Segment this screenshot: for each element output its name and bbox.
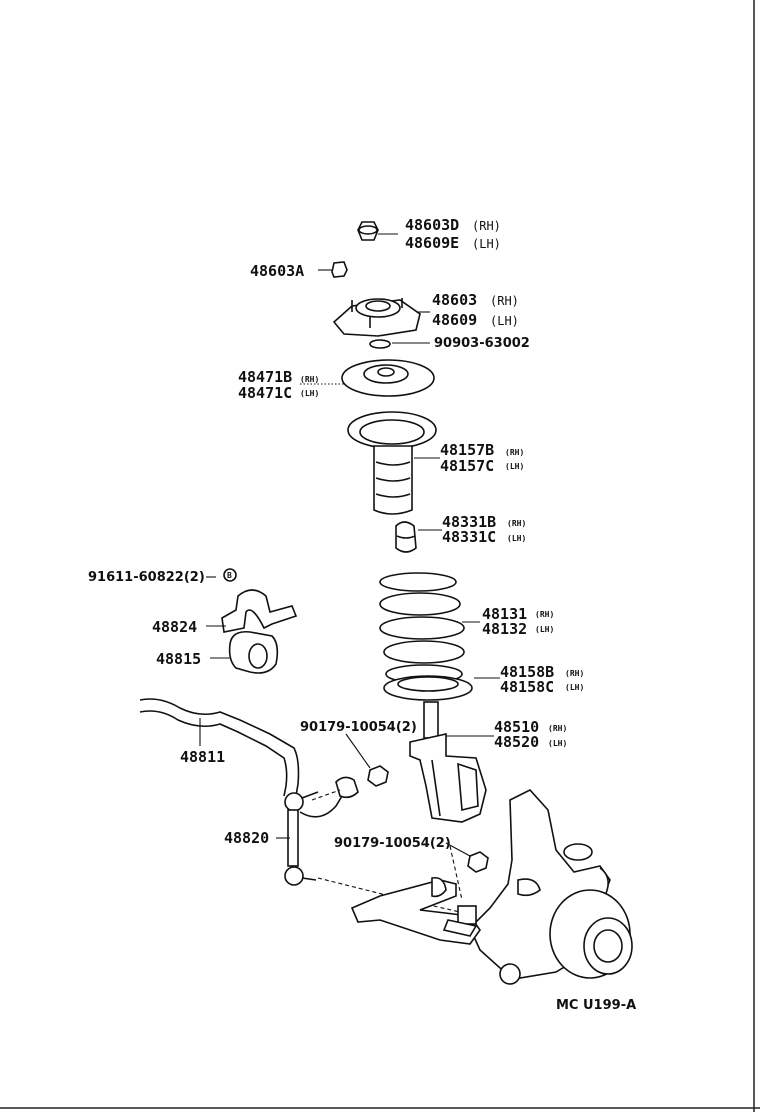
label-48471B-side: (RH) xyxy=(300,375,319,384)
label-48510: 48510 xyxy=(494,718,539,736)
diagram-code: MC U199-A xyxy=(556,998,636,1013)
label-90179-10054-b: 90179-10054(2) xyxy=(334,836,451,851)
label-48603: 48603 xyxy=(432,291,477,309)
bolt-callout xyxy=(206,568,237,582)
label-91611-60822: 91611-60822(2) xyxy=(88,570,205,585)
assembly-line-nut xyxy=(449,845,463,901)
coil-spring-part xyxy=(379,572,480,684)
label-90179-10054-a: 90179-10054(2) xyxy=(300,720,417,735)
stabilizer-bar-part xyxy=(139,698,300,797)
label-48603D-side: (RH) xyxy=(472,219,501,233)
label-91611-ref: B xyxy=(227,571,232,580)
label-90903-63002: 90903-63002 xyxy=(434,336,530,351)
label-48132-side: (LH) xyxy=(535,625,554,634)
link-nut-lower-part xyxy=(445,842,489,873)
label-48471B: 48471B xyxy=(238,368,292,386)
label-48603-side: (RH) xyxy=(490,294,519,308)
label-48157C-side: (LH) xyxy=(505,462,524,471)
small-nut-part xyxy=(318,261,348,278)
shock-absorber-part xyxy=(409,701,494,823)
link-nut-upper-part xyxy=(335,733,389,799)
label-48331B-side: (RH) xyxy=(507,519,526,528)
label-48815: 48815 xyxy=(156,650,201,668)
label-48820: 48820 xyxy=(224,829,269,847)
label-48520: 48520 xyxy=(494,733,539,751)
label-48824: 48824 xyxy=(152,618,197,636)
label-48158B: 48158B xyxy=(500,663,554,681)
label-48331C: 48331C xyxy=(442,528,496,546)
axle-hub-part xyxy=(549,889,633,979)
washer-part xyxy=(369,339,430,349)
stabilizer-bushing-part xyxy=(210,630,279,674)
assembly-line-link xyxy=(317,877,461,913)
label-48157B: 48157B xyxy=(440,441,494,459)
label-48609E-side: (LH) xyxy=(472,237,501,251)
label-48471C-side: (LH) xyxy=(300,389,319,398)
label-48603D: 48603D xyxy=(405,216,459,234)
label-48510-side: (RH) xyxy=(548,724,567,733)
assembly-line-upper xyxy=(311,789,341,801)
label-48158C-side: (LH) xyxy=(565,683,584,692)
label-48132: 48132 xyxy=(482,620,527,638)
bushing-bracket-part xyxy=(206,589,298,633)
label-48609-side: (LH) xyxy=(490,314,519,328)
label-48603A: 48603A xyxy=(250,262,304,280)
label-48158C: 48158C xyxy=(500,678,554,696)
label-48131: 48131 xyxy=(482,605,527,623)
stabilizer-link-part xyxy=(276,791,343,886)
lower-insulator-part xyxy=(383,675,500,701)
label-48609: 48609 xyxy=(432,311,477,329)
label-48131-side: (RH) xyxy=(535,610,554,619)
bump-stopper-part xyxy=(395,521,442,553)
label-48158B-side: (RH) xyxy=(565,669,584,678)
label-48331B: 48331B xyxy=(442,513,496,531)
label-48811: 48811 xyxy=(180,748,225,766)
label-48609E: 48609E xyxy=(405,234,459,252)
label-48157C: 48157C xyxy=(440,457,494,475)
label-48520-side: (LH) xyxy=(548,739,567,748)
strut-nut-part xyxy=(357,221,398,241)
dust-boot-part xyxy=(347,411,440,515)
label-48331C-side: (LH) xyxy=(507,534,526,543)
label-48157B-side: (RH) xyxy=(505,448,524,457)
label-48471C: 48471C xyxy=(238,384,292,402)
strut-support-part xyxy=(332,298,430,337)
upper-spring-seat-part xyxy=(300,359,435,397)
